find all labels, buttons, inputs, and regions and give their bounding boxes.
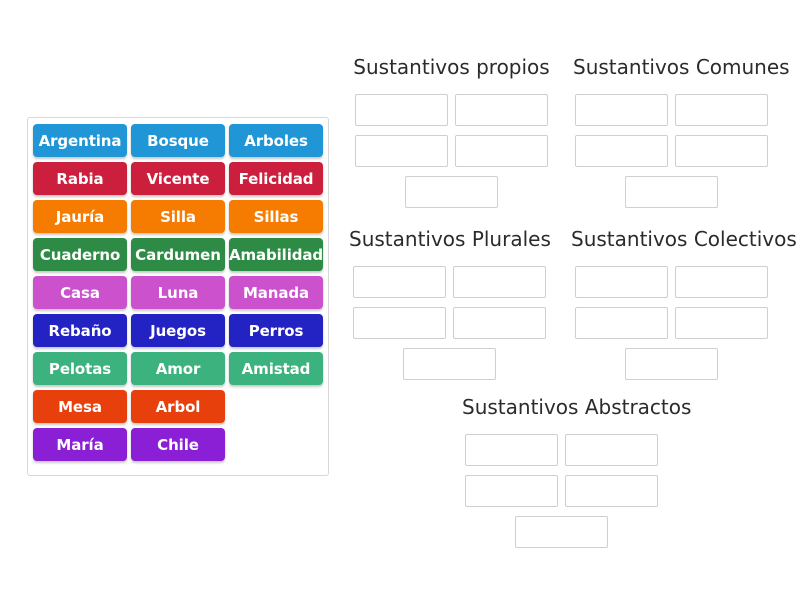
drop-slot[interactable] [575,135,668,167]
slot-row [349,307,550,339]
word-tile[interactable]: Jauría [33,200,127,233]
slot-row [462,475,661,507]
drop-slot[interactable] [625,176,718,208]
category-group-propios: Sustantivos propios [353,56,550,217]
word-tile[interactable]: Vicente [131,162,225,195]
word-tile[interactable]: Manada [229,276,323,309]
category-title-abstractos: Sustantivos Abstractos [462,395,692,419]
category-group-plurales: Sustantivos Plurales [349,227,551,389]
word-tile[interactable]: Luna [131,276,225,309]
drop-slot[interactable] [403,348,496,380]
word-tile[interactable]: Cardumen [131,238,225,271]
drop-slot[interactable] [565,434,658,466]
category-title-colectivos: Sustantivos Colectivos [571,227,797,251]
drop-slot[interactable] [455,94,548,126]
drop-slot[interactable] [675,307,768,339]
word-tile[interactable]: Juegos [131,314,225,347]
drop-slots-colectivos [571,266,772,380]
drop-slot[interactable] [575,266,668,298]
drop-slot[interactable] [355,135,448,167]
category-title-plurales: Sustantivos Plurales [349,227,551,251]
drop-slot[interactable] [625,348,718,380]
slot-row [573,135,770,167]
category-group-colectivos: Sustantivos Colectivos [571,227,797,389]
category-title-comunes: Sustantivos Comunes [573,55,790,79]
word-tile[interactable]: Argentina [33,124,127,157]
drop-slot[interactable] [353,266,446,298]
drop-slot[interactable] [465,434,558,466]
drop-slots-plurales [349,266,550,380]
drop-slot[interactable] [453,307,546,339]
word-tile[interactable]: Cuaderno [33,238,127,271]
tile-placeholder [229,390,323,423]
drop-slot[interactable] [465,475,558,507]
word-tile[interactable]: Chile [131,428,225,461]
drop-slot[interactable] [565,475,658,507]
word-tile[interactable]: Rabia [33,162,127,195]
drop-slots-comunes [573,94,770,208]
drop-slot[interactable] [575,94,668,126]
word-tile[interactable]: Amor [131,352,225,385]
slot-row [349,266,550,298]
word-tile[interactable]: Mesa [33,390,127,423]
word-tile[interactable]: Silla [131,200,225,233]
drop-slot[interactable] [405,176,498,208]
word-tile[interactable]: Casa [33,276,127,309]
drop-slot[interactable] [355,94,448,126]
word-tile[interactable]: Bosque [131,124,225,157]
drop-slot[interactable] [453,266,546,298]
drop-slot[interactable] [675,94,768,126]
slot-row [573,94,770,126]
slot-row [353,94,550,126]
word-tile[interactable]: Amistad [229,352,323,385]
word-tile[interactable]: Arboles [229,124,323,157]
word-tile[interactable]: Rebaño [33,314,127,347]
category-title-propios: Sustantivos propios [353,55,550,79]
slot-row [573,176,770,208]
category-group-comunes: Sustantivos Comunes [573,55,790,217]
slot-row [353,135,550,167]
slot-row [571,266,772,298]
slot-row [571,348,772,380]
drop-slots-propios [353,94,550,208]
word-tile[interactable]: Amabilidad [229,238,323,271]
slot-row [462,516,661,548]
drop-slot[interactable] [575,307,668,339]
drop-slot[interactable] [515,516,608,548]
tile-placeholder [229,428,323,461]
word-tile[interactable]: Arbol [131,390,225,423]
drop-slot[interactable] [675,135,768,167]
slot-row [571,307,772,339]
category-group-abstractos: Sustantivos Abstractos [462,395,692,557]
word-tile[interactable]: María [33,428,127,461]
word-tile[interactable]: Sillas [229,200,323,233]
drop-slot[interactable] [353,307,446,339]
drop-slot[interactable] [455,135,548,167]
drop-slot[interactable] [675,266,768,298]
word-tile[interactable]: Perros [229,314,323,347]
word-tile[interactable]: Pelotas [33,352,127,385]
slot-row [349,348,550,380]
slot-row [462,434,661,466]
slot-row [353,176,550,208]
word-tile[interactable]: Felicidad [229,162,323,195]
drop-slots-abstractos [462,434,661,548]
